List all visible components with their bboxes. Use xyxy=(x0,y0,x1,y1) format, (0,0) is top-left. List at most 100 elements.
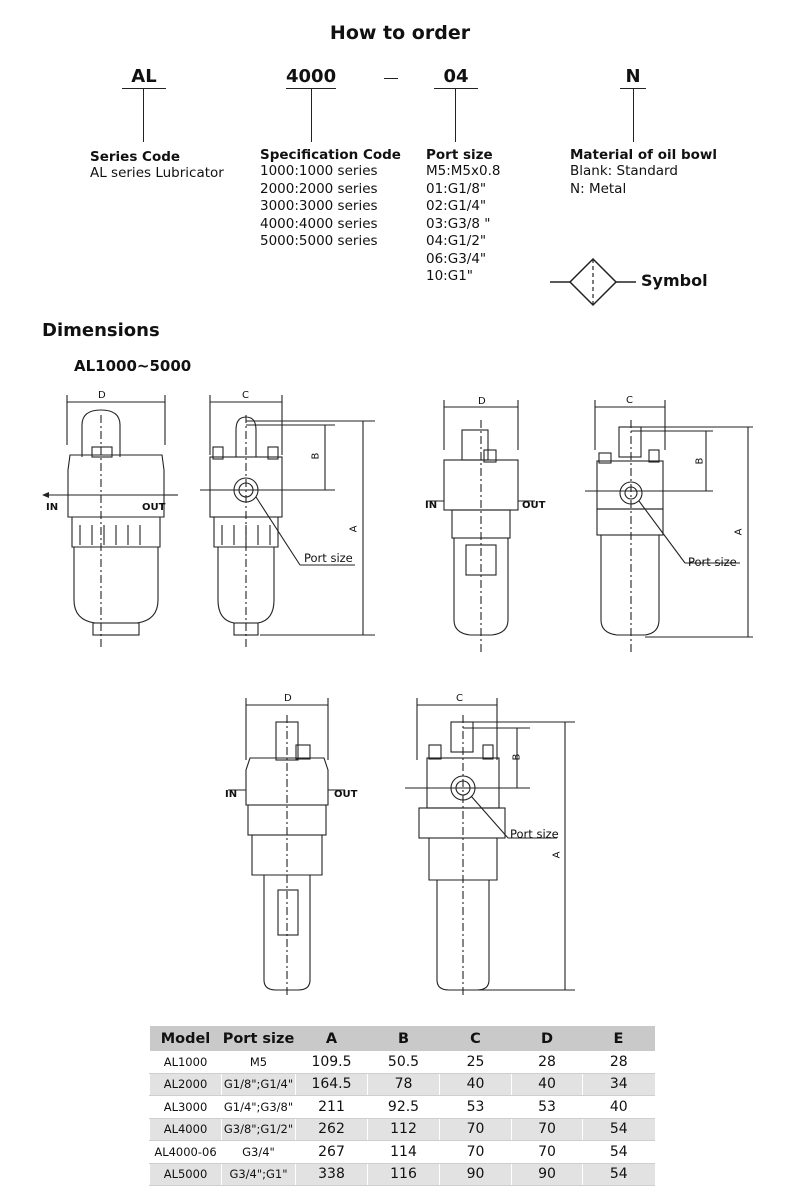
dim-label-a: A xyxy=(551,851,563,859)
order-code-port-underline xyxy=(434,88,478,89)
table-cell: G1/8";G1/4" xyxy=(221,1073,296,1096)
table-cell: G3/8";G1/2" xyxy=(221,1118,296,1141)
column-header: C xyxy=(439,1026,512,1051)
order-code-material-leader xyxy=(633,88,634,142)
column-header: D xyxy=(511,1026,583,1051)
table-cell: 90 xyxy=(511,1163,583,1186)
series-code-block: Series Code AL series Lubricator xyxy=(90,149,224,183)
dim-label-b: B xyxy=(511,753,523,761)
table-cell: 28 xyxy=(511,1051,583,1074)
list-item: 02:G1/4" xyxy=(426,198,487,214)
table-cell: 90 xyxy=(439,1163,512,1186)
table-cell: 164.5 xyxy=(295,1073,368,1096)
dim-label-b: B xyxy=(694,457,706,465)
table-cell: 34 xyxy=(582,1073,655,1096)
order-code-dash xyxy=(384,78,398,79)
table-cell: M5 xyxy=(221,1051,296,1074)
table-cell: 78 xyxy=(367,1073,440,1096)
order-code-port-leader xyxy=(455,88,456,142)
in-label: IN xyxy=(225,789,238,800)
table-cell: AL4000 xyxy=(149,1118,222,1141)
port-size-block: Port size M5:M5x0.8 01:G1/8" 02:G1/4" 03… xyxy=(426,147,500,286)
list-item: 01:G1/8" xyxy=(426,180,487,197)
table-cell: 338 xyxy=(295,1163,368,1186)
dim-label-a: A xyxy=(348,525,360,533)
list-item: 10:G1" xyxy=(426,268,473,284)
table-cell: 70 xyxy=(439,1118,512,1141)
column-header: Port size xyxy=(221,1026,296,1051)
table-cell: 54 xyxy=(582,1163,655,1186)
table-cell: AL2000 xyxy=(149,1073,222,1096)
dim-label-d: D xyxy=(284,693,292,704)
column-header: Model xyxy=(149,1026,222,1051)
dim-label-d: D xyxy=(98,390,106,401)
table-cell: AL5000 xyxy=(149,1163,222,1186)
list-item: 5000:5000 series xyxy=(260,233,378,249)
list-item: 06:G3/4" xyxy=(426,250,487,267)
series-code-heading: Series Code xyxy=(90,149,181,165)
column-header: A xyxy=(295,1026,368,1051)
table-row: AL4000-06 G3/4" 267 114 70 70 54 xyxy=(149,1140,655,1164)
material-block: Material of oil bowl Blank: Standard N: … xyxy=(570,147,717,198)
port-size-heading: Port size xyxy=(426,147,493,163)
table-cell: 40 xyxy=(511,1073,583,1096)
table-row: AL3000 G1/4";G3/8" 211 92.5 53 53 40 xyxy=(149,1095,655,1119)
table-cell: 116 xyxy=(367,1163,440,1186)
dim-label-c: C xyxy=(456,693,463,704)
order-code-series-underline xyxy=(122,88,166,89)
table-cell: 25 xyxy=(439,1051,512,1074)
specification-code-list: 1000:1000 series 2000:2000 series 3000:3… xyxy=(260,163,401,251)
list-item: 3000:3000 series xyxy=(260,198,378,214)
list-item: 03:G3/8 " xyxy=(426,215,491,232)
port-size-label: Port size xyxy=(688,555,737,569)
column-header: E xyxy=(582,1026,655,1051)
series-code-desc: AL series Lubricator xyxy=(90,165,224,181)
lubricator-symbol-icon xyxy=(550,257,636,307)
front-view-drawing-1 xyxy=(42,395,178,650)
table-cell: AL3000 xyxy=(149,1095,222,1119)
order-code-spec: 4000 xyxy=(286,66,337,87)
list-item: 04:G1/2" xyxy=(426,233,487,249)
in-label: IN xyxy=(425,500,438,511)
table-row: AL4000 G3/8";G1/2" 262 112 70 70 54 xyxy=(149,1118,655,1141)
order-code-series-leader xyxy=(143,88,144,142)
side-view-drawing-3 xyxy=(405,698,575,995)
port-size-label: Port size xyxy=(304,551,353,565)
order-code-spec-leader xyxy=(311,88,312,142)
table-cell: 50.5 xyxy=(367,1051,440,1074)
table-row: AL2000 G1/8";G1/4" 164.5 78 40 40 34 xyxy=(149,1073,655,1096)
dim-label-d: D xyxy=(478,396,486,407)
table-cell: 211 xyxy=(295,1095,368,1119)
table-cell: 114 xyxy=(367,1140,440,1164)
table-cell: 112 xyxy=(367,1118,440,1141)
dimensions-table: Model Port size A B C D E AL1000 M5 109.… xyxy=(149,1026,655,1186)
table-cell: G1/4";G3/8" xyxy=(221,1095,296,1119)
out-label: OUT xyxy=(334,789,358,800)
page-title: How to order xyxy=(329,22,471,44)
material-heading: Material of oil bowl xyxy=(570,147,717,163)
in-label: IN xyxy=(46,502,59,513)
dim-label-c: C xyxy=(242,390,249,401)
column-header: B xyxy=(367,1026,440,1051)
symbol-label: Symbol xyxy=(641,271,708,290)
table-cell: 40 xyxy=(439,1073,512,1096)
list-item: Blank: Standard xyxy=(570,163,678,179)
dimensions-subtitle: AL1000~5000 xyxy=(74,357,192,375)
port-size-list: M5:M5x0.8 01:G1/8" 02:G1/4" 03:G3/8 " 04… xyxy=(426,163,500,286)
table-cell: 53 xyxy=(511,1095,583,1119)
table-cell: G3/4" xyxy=(221,1140,296,1164)
list-item: 1000:1000 series xyxy=(260,163,378,179)
table-row: AL5000 G3/4";G1" 338 116 90 90 54 xyxy=(149,1163,655,1186)
table-cell: AL4000-06 xyxy=(149,1140,222,1164)
dim-label-c: C xyxy=(626,395,633,406)
table-cell: 54 xyxy=(582,1118,655,1141)
table-cell: 40 xyxy=(582,1095,655,1119)
table-cell: 70 xyxy=(511,1118,583,1141)
table-cell: 109.5 xyxy=(295,1051,368,1074)
front-view-drawing-3 xyxy=(228,698,345,995)
specification-code-heading: Specification Code xyxy=(260,147,401,163)
table-cell: 267 xyxy=(295,1140,368,1164)
table-cell: 54 xyxy=(582,1140,655,1164)
specification-code-block: Specification Code 1000:1000 series 2000… xyxy=(260,147,401,251)
list-item: 2000:2000 series xyxy=(260,180,378,197)
